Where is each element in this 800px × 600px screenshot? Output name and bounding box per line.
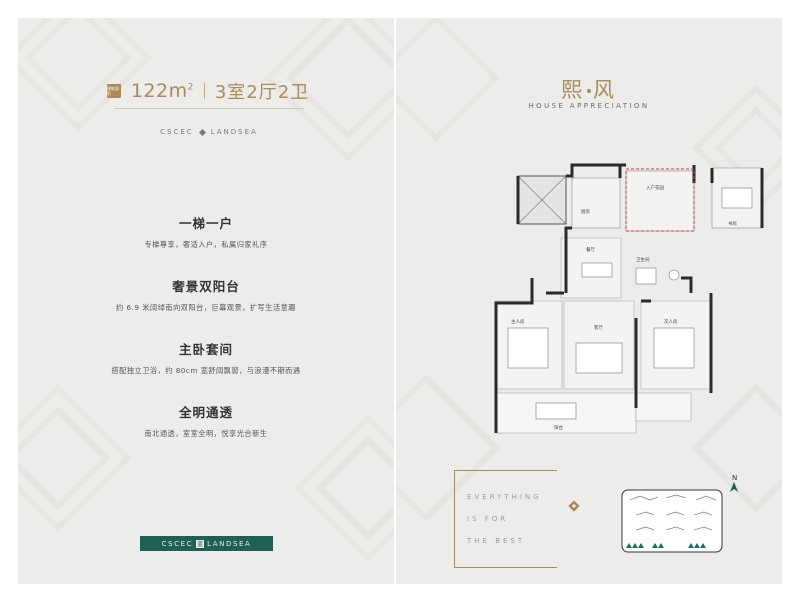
- brand-logo: CSCEC 蓝 LANDSEA: [140, 536, 273, 551]
- background-pattern: [18, 18, 394, 563]
- slogan-line: THE BEST: [467, 537, 526, 545]
- diamond-ornament-icon: [568, 500, 580, 512]
- logo-right-text: LANDSEA: [207, 539, 252, 548]
- brand-diamond-icon: [198, 128, 206, 136]
- area-badge-text: 建筑面积: [106, 86, 119, 96]
- dining-table: [581, 262, 613, 278]
- small-balcony: [635, 392, 692, 422]
- feature-list: 一梯一户 专梯尊享，奢适入户，私属归家礼序 奢景双阳台 约 6.9 米阔绰南向双…: [18, 213, 394, 465]
- right-page: 熙风 HOUSE APPRECIATION: [396, 18, 782, 584]
- second-bed: [653, 327, 695, 369]
- room-label-balcony: 阳台: [554, 424, 563, 431]
- left-page: 建筑面积 122m2 3室2厅2卫 CSCEC LANDSEA 一梯一户 专梯尊…: [18, 18, 394, 584]
- title-separator: [203, 83, 205, 99]
- unit-area: 122m2: [131, 80, 194, 102]
- logo-mark: 蓝: [196, 539, 205, 548]
- compass-arrow-icon: [730, 482, 738, 492]
- feature-item: 主卧套间 搭配独立卫浴，约 80cm 宽舒阔飘窗，与浪漫不期而遇: [18, 339, 394, 376]
- coffee-table: [575, 342, 623, 374]
- entry-garden: [625, 170, 695, 232]
- room-label-second: 次人房: [664, 318, 678, 325]
- study-desk: [721, 187, 753, 209]
- building-block: [693, 511, 713, 516]
- feature-desc: 专梯尊享，奢适入户，私属归家礼序: [144, 240, 268, 249]
- title-dot-icon: [587, 89, 591, 93]
- unit-layout: 3室2厅2卫: [214, 82, 310, 103]
- title-divider: [114, 108, 304, 109]
- feature-title: 主卧套间: [178, 342, 233, 357]
- site-plan: N: [621, 474, 738, 553]
- plan-title-a: 熙: [561, 78, 585, 102]
- feature-desc: 搭配独立卫浴，约 80cm 宽舒阔飘窗，与浪漫不期而遇: [111, 366, 301, 375]
- slogan-frame: EVERYTHING IS FOR THE BEST: [454, 470, 557, 568]
- building-block: [665, 511, 685, 516]
- compass-label: N: [732, 474, 737, 482]
- bathtub: [635, 267, 657, 285]
- building-block: [695, 495, 717, 501]
- feature-title: 奢景双阳台: [172, 279, 240, 294]
- toilet: [668, 269, 680, 281]
- building-block: [629, 495, 659, 501]
- brand-name: CSCEC: [160, 128, 194, 136]
- room-label-master: 主人房: [511, 318, 525, 325]
- room-label-bath: 卫生间: [636, 256, 650, 263]
- brand-partner: LANDSEA: [210, 128, 258, 136]
- feature-title: 一梯一户: [178, 216, 233, 231]
- room-label-living: 客厅: [594, 324, 603, 331]
- plan-title: 熙风: [396, 74, 782, 104]
- room-label-entry: 入户花园: [646, 184, 664, 191]
- floor-plan: 厨房 餐厅 客厅 主人房 次人房 卫生间 书房 阳台 入户花园: [494, 163, 764, 434]
- plan-subtitle: HOUSE APPRECIATION: [528, 102, 650, 110]
- unit-area-value: 122m: [130, 80, 188, 102]
- feature-item: 一梯一户 专梯尊享，奢适入户，私属归家礼序: [18, 213, 394, 250]
- building-block: [665, 526, 685, 531]
- brand-line: CSCEC LANDSEA: [114, 128, 304, 136]
- feature-item: 全明通透 南北通透，室室全明，悦享光合新生: [18, 402, 394, 439]
- logo-left-text: CSCEC: [161, 539, 194, 548]
- feature-desc: 南北通透，室室全明，悦享光合新生: [144, 429, 268, 438]
- feature-item: 奢景双阳台 约 6.9 米阔绰南向双阳台，巨幕观景，扩写生活意趣: [18, 276, 394, 313]
- slogan-line: IS FOR: [467, 515, 509, 523]
- slogan-line: EVERYTHING: [467, 493, 542, 501]
- master-bed: [507, 327, 549, 369]
- building-block: [635, 511, 655, 516]
- feature-desc: 约 6.9 米阔绰南向双阳台，巨幕观景，扩写生活意趣: [116, 303, 296, 312]
- room-label-dining: 餐厅: [586, 246, 595, 253]
- highlighted-building: [652, 543, 664, 548]
- building-block: [635, 526, 655, 531]
- feature-title: 全明通透: [178, 405, 233, 420]
- building-block: [665, 494, 687, 499]
- room-label-study: 书房: [728, 220, 737, 227]
- site-boundary: [621, 489, 723, 553]
- highlighted-building: [688, 543, 706, 548]
- unit-title: 建筑面积 122m2 3室2厅2卫: [88, 78, 328, 104]
- unit-area-sup: 2: [187, 82, 194, 93]
- building-block: [693, 526, 713, 531]
- highlighted-building: [626, 543, 644, 548]
- room-label-kitchen: 厨房: [581, 208, 590, 215]
- kitchen: [571, 177, 621, 229]
- plan-title-b: 风: [593, 78, 617, 102]
- area-badge: 建筑面积: [106, 84, 121, 98]
- balcony-table: [535, 402, 577, 420]
